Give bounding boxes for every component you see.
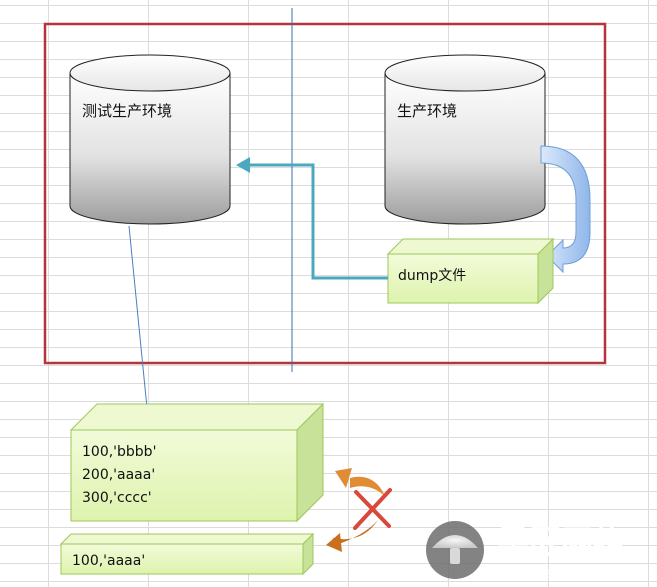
record-row: 200,'aaaa'	[82, 467, 155, 483]
site-watermark: 黑区网络 www.heiqu.com	[426, 521, 625, 582]
query-link-line	[128, 225, 152, 416]
dump-file-label: dump文件	[398, 268, 466, 284]
test-database-cylinder: 测试生产环境	[69, 54, 231, 225]
test-database-label: 测试生产环境	[82, 102, 172, 120]
environment-frame	[43, 22, 607, 365]
production-database-cylinder: 生产环境	[384, 54, 546, 225]
single-record-label: 100,'aaaa'	[72, 553, 145, 569]
record-row: 300,'cccc'	[82, 490, 152, 506]
production-database-label: 生产环境	[397, 102, 457, 120]
watermark-url: www.heiqu.com	[497, 564, 614, 582]
records-box: 100,'bbbb' 200,'aaaa' 300,'cccc'	[69, 402, 325, 523]
swap-arrows	[326, 468, 385, 552]
watermark-text: 黑区网络	[497, 523, 625, 561]
reject-cross-icon	[353, 488, 392, 530]
dump-file-box: dump文件	[386, 237, 555, 305]
single-record-box: 100,'aaaa'	[59, 532, 315, 576]
import-arrow	[236, 157, 388, 280]
record-row: 100,'bbbb'	[82, 444, 156, 460]
